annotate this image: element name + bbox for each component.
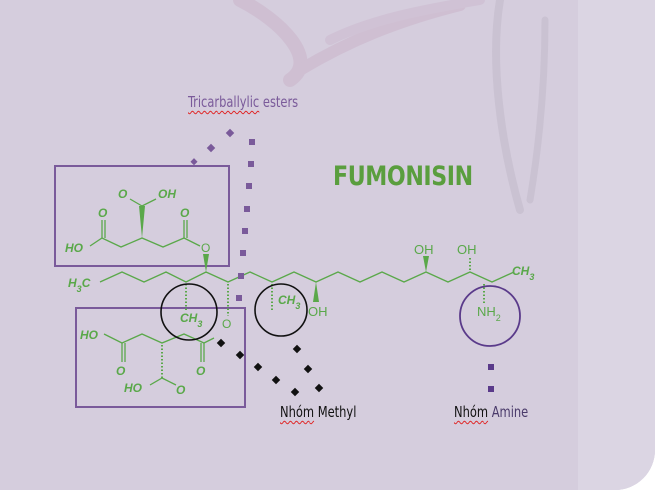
- ester-top-bond: [129, 198, 143, 207]
- label-word: Methyl: [314, 403, 357, 421]
- methyl-leader-dots: [216, 338, 324, 397]
- atom-ester-bottom-ho-bottom: HO: [124, 381, 143, 395]
- atom-ester-bottom-o-bottom: O: [176, 383, 186, 397]
- label-methyl-group: Nhóm Methyl: [280, 403, 356, 421]
- wedge-bond: [313, 282, 319, 302]
- wedge-bond: [203, 254, 209, 272]
- tricarballylic-leader-dots: [190, 128, 255, 301]
- atom-ch3-right: CH3: [512, 264, 534, 282]
- amine-highlight-circle: [459, 285, 521, 347]
- title-fumonisin: FUMONISIN: [333, 161, 473, 192]
- atom-ch3-circle1: CH3: [180, 311, 202, 329]
- label-word: Nhóm: [280, 403, 315, 421]
- atom-ester-bottom-o-left: O: [116, 364, 126, 378]
- label-word: esters: [259, 93, 299, 111]
- atom-ester-bottom-ho-left: HO: [80, 328, 99, 342]
- label-tricarballylic-esters: Tricarballylic esters: [188, 93, 298, 111]
- wedge-bond: [139, 206, 145, 238]
- atom-h3c: H3C: [68, 276, 91, 294]
- amine-leader-dots: [488, 364, 494, 392]
- label-word: Tricarballylic: [188, 93, 260, 111]
- ester-top-bond: [89, 237, 201, 248]
- ester-box-top: [54, 165, 230, 267]
- atom-nh2: NH2: [477, 304, 501, 323]
- ester-box-bottom: [75, 307, 246, 408]
- atom-o-ester2: O: [222, 317, 231, 331]
- methyl-highlight-circle: [160, 283, 218, 341]
- main-chain-bond: [99, 271, 515, 283]
- ester-bottom-bond: [149, 377, 163, 386]
- wedge-bond: [423, 256, 429, 272]
- atom-ester-bottom-o-right: O: [196, 364, 206, 378]
- side-strip: [578, 0, 655, 490]
- atom-ester-top-o-mid: O: [118, 187, 128, 201]
- atom-oh3: OH: [457, 242, 477, 257]
- atom-ester-top-o-right: O: [180, 206, 190, 220]
- atom-ch3-circle2: CH3: [278, 293, 300, 311]
- atom-ester-top-o-left: O: [98, 206, 108, 220]
- atom-ester-top-ho-left: HO: [65, 241, 84, 255]
- label-amine-group: Nhóm Amine: [454, 403, 528, 421]
- atom-oh2: OH: [414, 242, 434, 257]
- ester-bottom-bond: [161, 377, 177, 386]
- methyl-highlight-circle: [254, 283, 308, 337]
- label-word: Amine: [488, 403, 529, 421]
- atom-oh1: OH: [308, 304, 328, 319]
- ester-top-bond: [141, 198, 157, 207]
- atom-ester-top-oh-mid: OH: [158, 187, 176, 201]
- label-word: Nhóm: [454, 403, 489, 421]
- atom-o-ester1: O: [201, 241, 210, 255]
